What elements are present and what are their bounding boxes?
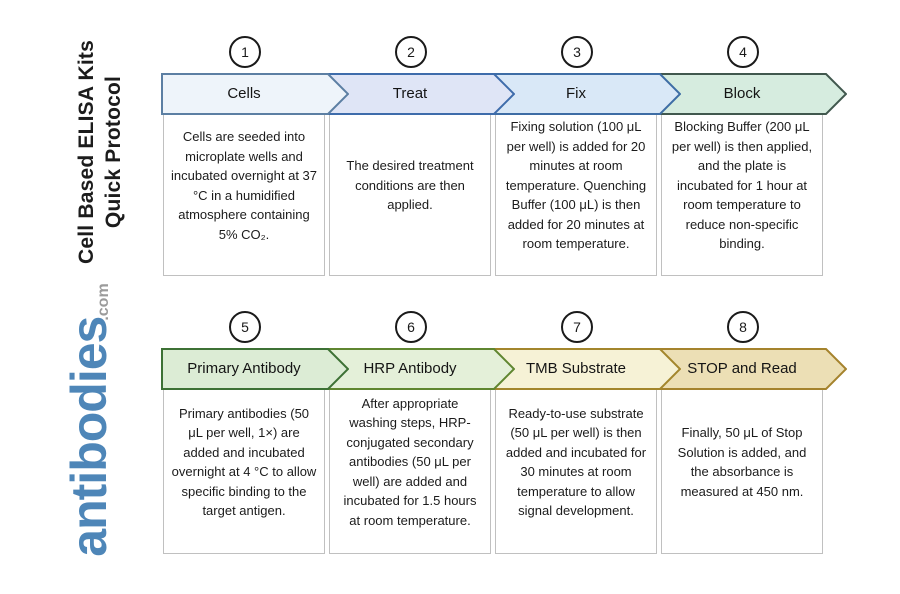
brand-logo: antibodies .com bbox=[60, 260, 132, 580]
step-description-card: Primary antibodies (50 μL per well, 1×) … bbox=[163, 388, 325, 554]
brand-logo-text: antibodies bbox=[61, 316, 117, 557]
step-number-badge: 7 bbox=[561, 311, 593, 343]
step-number-badge: 5 bbox=[229, 311, 261, 343]
step-arrow: Cells bbox=[161, 73, 349, 115]
step-description-card: Blocking Buffer (200 μL per well) is the… bbox=[661, 113, 823, 276]
step-number-badge: 1 bbox=[229, 36, 261, 68]
chevron-arrow-icon bbox=[161, 73, 349, 115]
step-label: HRP Antibody bbox=[363, 359, 457, 377]
page-title-line2: Quick Protocol bbox=[102, 75, 125, 229]
step-description: Finally, 50 μL of Stop Solution is added… bbox=[677, 425, 807, 499]
step-number-badge: 8 bbox=[727, 311, 759, 343]
step-number: 5 bbox=[241, 319, 249, 335]
step-arrow: HRP Antibody bbox=[327, 348, 515, 390]
step-label: TMB Substrate bbox=[525, 359, 627, 377]
step-description: Primary antibodies (50 μL per well, 1×) … bbox=[171, 405, 317, 519]
step-label: Primary Antibody bbox=[187, 359, 301, 377]
step-description-card: Fixing solution (100 μL per well) is add… bbox=[495, 113, 657, 276]
step-arrow: TMB Substrate bbox=[493, 348, 681, 390]
brand-logo-suffix: .com bbox=[95, 283, 112, 321]
step-description: Cells are seeded into microplate wells a… bbox=[171, 129, 317, 242]
step-description: Blocking Buffer (200 μL per well) is the… bbox=[671, 119, 813, 252]
page-title: Cell Based ELISA Kits Quick Protocol bbox=[73, 12, 127, 292]
step-number-badge: 2 bbox=[395, 36, 427, 68]
step-number: 3 bbox=[573, 44, 581, 60]
step-number: 1 bbox=[241, 44, 249, 60]
step-description: The desired treatment conditions are the… bbox=[346, 158, 474, 213]
step-number-badge: 4 bbox=[727, 36, 759, 68]
step-description: Fixing solution (100 μL per well) is add… bbox=[505, 119, 647, 252]
step-arrow: Treat bbox=[327, 73, 515, 115]
step-number: 2 bbox=[407, 44, 415, 60]
step-arrow: Primary Antibody bbox=[161, 348, 349, 390]
step-arrow: Block bbox=[659, 73, 847, 115]
page-title-line1: Cell Based ELISA Kits bbox=[75, 40, 98, 264]
step-description-card: Ready-to-use substrate (50 μL per well) … bbox=[495, 388, 657, 554]
chevron-arrow-icon bbox=[161, 348, 349, 390]
step-description-card: Finally, 50 μL of Stop Solution is added… bbox=[661, 388, 823, 554]
step-label: Cells bbox=[227, 84, 261, 102]
step-label: STOP and Read bbox=[687, 359, 797, 377]
step-number: 6 bbox=[407, 319, 415, 335]
step-arrow: STOP and Read bbox=[659, 348, 847, 390]
step-description-card: The desired treatment conditions are the… bbox=[329, 113, 491, 276]
step-description: Ready-to-use substrate (50 μL per well) … bbox=[505, 405, 647, 519]
step-number-badge: 6 bbox=[395, 311, 427, 343]
step-description-card: Cells are seeded into microplate wells a… bbox=[163, 113, 325, 276]
step-number-badge: 3 bbox=[561, 36, 593, 68]
step-number: 4 bbox=[739, 44, 747, 60]
step-description-card: After appropriate washing steps, HRP-con… bbox=[329, 388, 491, 554]
step-label: Block bbox=[723, 84, 761, 102]
step-number: 8 bbox=[739, 319, 747, 335]
step-arrow: Fix bbox=[493, 73, 681, 115]
step-description: After appropriate washing steps, HRP-con… bbox=[343, 395, 477, 528]
step-label: Fix bbox=[566, 84, 586, 102]
step-label: Treat bbox=[392, 84, 428, 102]
step-number: 7 bbox=[573, 319, 581, 335]
